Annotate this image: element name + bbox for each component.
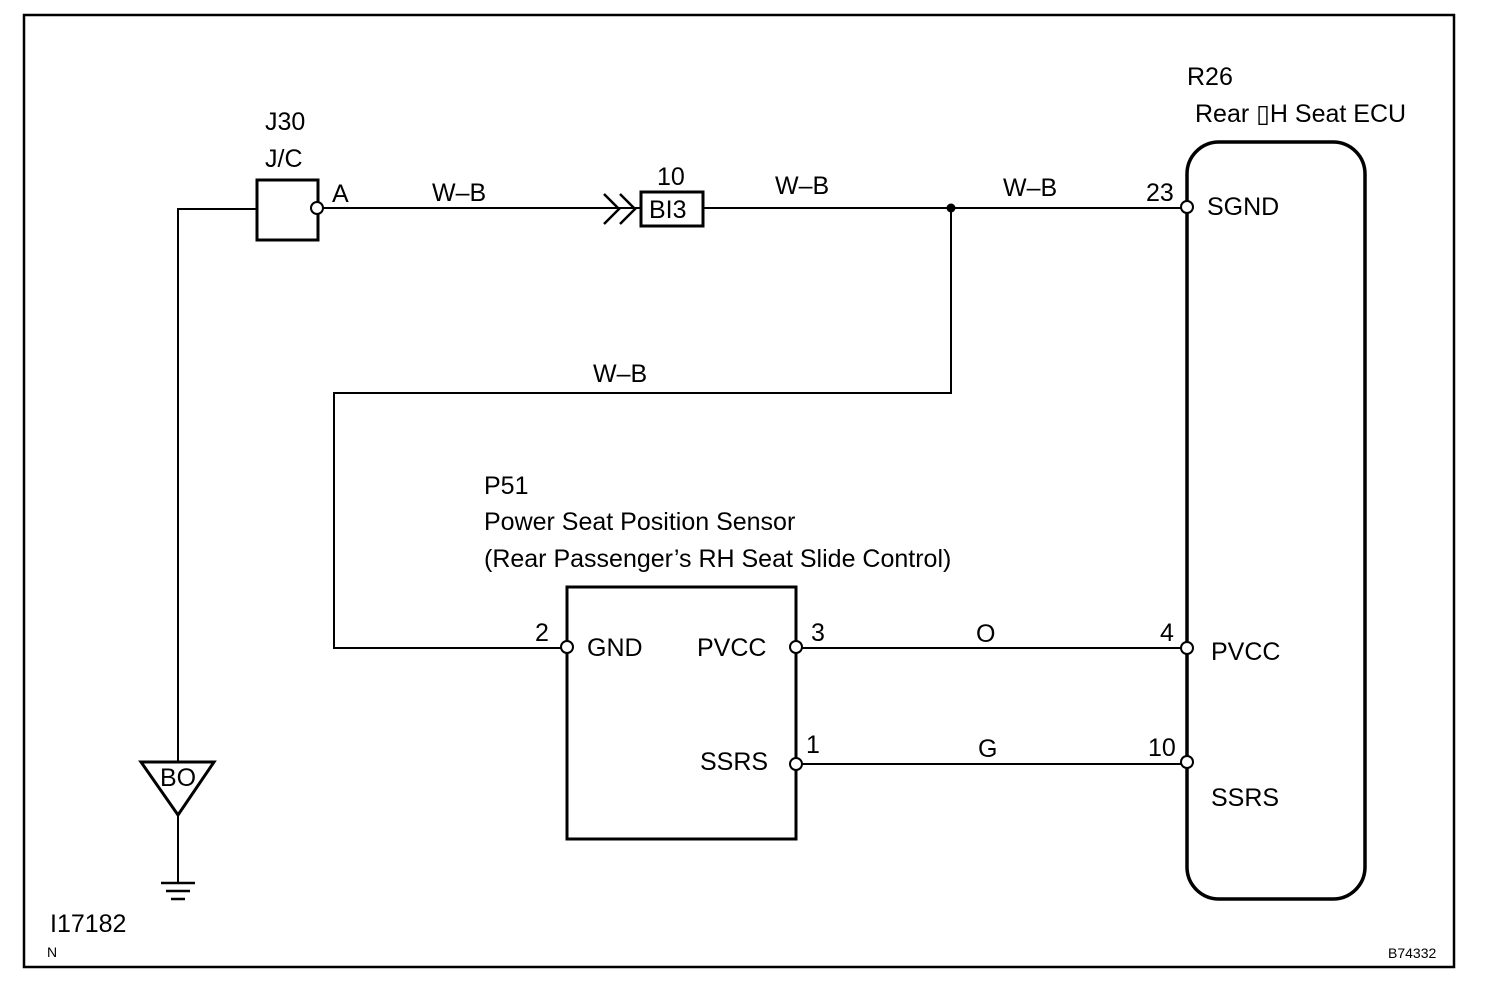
ecu-pin-sgnd-number: 23	[1146, 179, 1174, 207]
ecu-pin-ssrs-number: 10	[1148, 734, 1176, 762]
ecu-pin-pvcc	[1180, 641, 1194, 655]
sensor-pin-pvcc-number: 3	[811, 619, 825, 647]
sensor-box	[565, 585, 798, 841]
jc-code: J30	[265, 108, 305, 136]
sensor-pin-ssrs	[789, 757, 803, 771]
sensor-pin-ssrs-number: 1	[806, 731, 820, 759]
wire-color-junction-to-sensor: W–B	[593, 360, 647, 388]
jc-terminal-label: A	[332, 180, 349, 208]
ecu-pin-sgnd-label: SGND	[1207, 193, 1279, 221]
jc-terminal-a	[310, 201, 324, 215]
wire-jc-to-ground	[177, 208, 257, 762]
connector-code: BI3	[649, 196, 687, 224]
wire-color-jc-to-connector: W–B	[432, 179, 486, 207]
connector-chevron-icon	[603, 193, 637, 225]
ecu-pin-ssrs-label: SSRS	[1211, 784, 1279, 812]
sensor-subtitle: (Rear Passenger’s RH Seat Slide Control)	[484, 545, 951, 573]
sensor-pin-pvcc	[789, 640, 803, 654]
wire-color-junction-to-ecu: W–B	[1003, 174, 1057, 202]
diagram-frame	[22, 13, 1456, 969]
ground-point-code: BO	[160, 764, 196, 792]
ecu-code: R26	[1187, 63, 1233, 91]
diagram-mark: N	[47, 944, 57, 960]
ecu-name: Rear ▯H Seat ECU	[1195, 100, 1406, 128]
ground-icon	[161, 881, 195, 901]
sensor-pin-pvcc-label: PVCC	[697, 634, 766, 662]
ground-point-triangle	[138, 760, 217, 818]
sensor-code: P51	[484, 472, 528, 500]
jc-box	[255, 178, 320, 242]
sensor-pin-gnd	[560, 640, 574, 654]
wire-color-ssrs: G	[978, 735, 997, 763]
ecu-pin-pvcc-number: 4	[1160, 619, 1174, 647]
sensor-pin-gnd-number: 2	[535, 619, 549, 647]
jc-name: J/C	[265, 145, 303, 173]
diagram-id: I17182	[50, 910, 126, 938]
ecu-box	[1185, 140, 1367, 901]
sensor-pin-ssrs-label: SSRS	[700, 748, 768, 776]
sensor-pin-gnd-label: GND	[587, 634, 643, 662]
ecu-pin-ssrs	[1180, 755, 1194, 769]
sensor-name: Power Seat Position Sensor	[484, 508, 795, 536]
wire-color-pvcc: O	[976, 620, 995, 648]
figure-code: B74332	[1388, 945, 1436, 961]
wire-color-connector-to-junction: W–B	[775, 172, 829, 200]
ecu-pin-sgnd	[1180, 200, 1194, 214]
connector-pin-number: 10	[657, 163, 685, 191]
ecu-pin-pvcc-label: PVCC	[1211, 638, 1280, 666]
wire-junction-to-sensor-gnd	[333, 208, 952, 649]
